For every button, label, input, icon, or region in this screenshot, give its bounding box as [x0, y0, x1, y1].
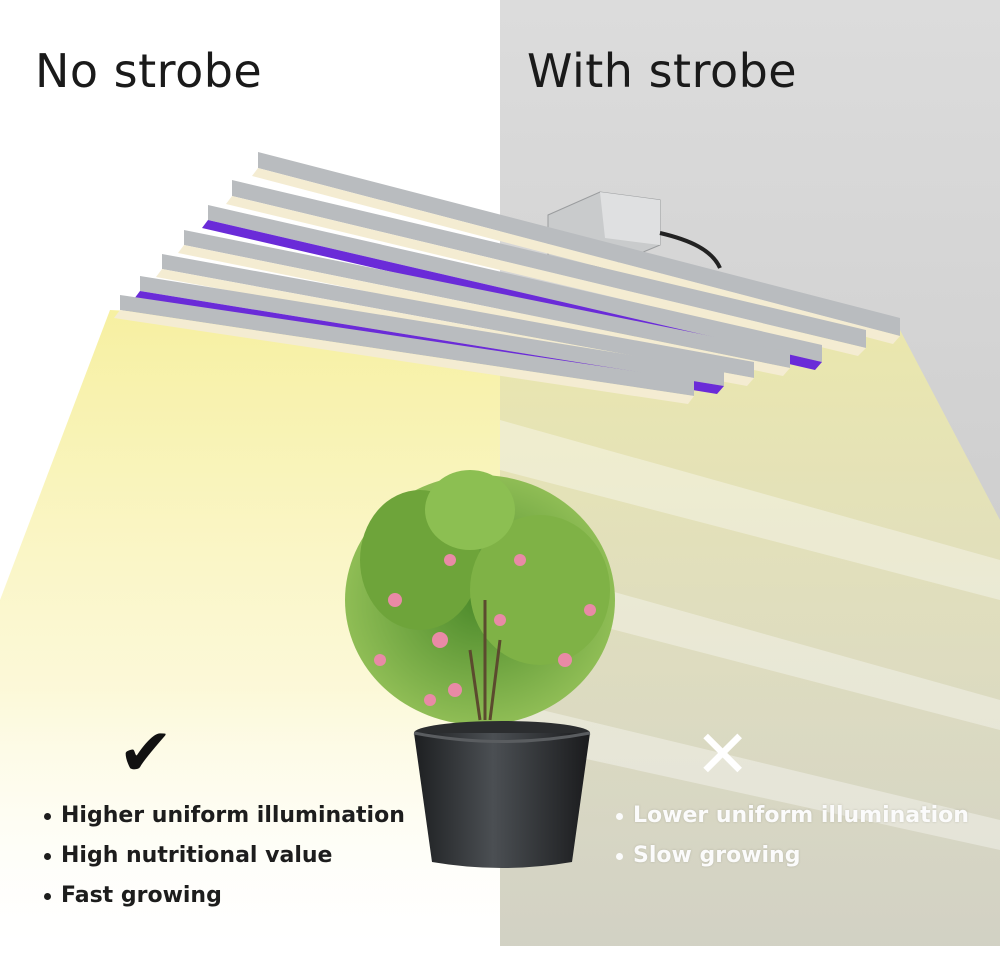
- light-bars: [114, 152, 900, 404]
- grow-light-illustration: [0, 152, 1000, 946]
- bullet-icon: [44, 812, 51, 820]
- light-beam-left: [0, 310, 500, 946]
- bullet-icon: [616, 852, 623, 860]
- cross-icon: ✕: [695, 716, 751, 793]
- potted-plant: [345, 470, 615, 868]
- list-item: Lower uniform illumination: [616, 800, 969, 840]
- bullet-icon: [44, 852, 51, 860]
- bullet-icon: [44, 892, 51, 900]
- list-item: Slow growing: [616, 840, 969, 880]
- strobe-streaks: [500, 420, 1000, 850]
- light-bar: [114, 295, 694, 404]
- list-item: Fast growing: [44, 880, 405, 920]
- light-beam-right: [500, 330, 1000, 946]
- benefits-list: Higher uniform illumination High nutriti…: [44, 800, 405, 920]
- bullet-icon: [616, 812, 623, 820]
- drawbacks-list: Lower uniform illumination Slow growing: [616, 800, 969, 880]
- list-item: High nutritional value: [44, 840, 405, 880]
- checkmark-icon: ✔: [118, 714, 174, 791]
- light-bar: [226, 180, 866, 356]
- with-strobe-title: With strobe: [527, 44, 798, 98]
- no-strobe-title: No strobe: [35, 44, 263, 98]
- list-item: Higher uniform illumination: [44, 800, 405, 840]
